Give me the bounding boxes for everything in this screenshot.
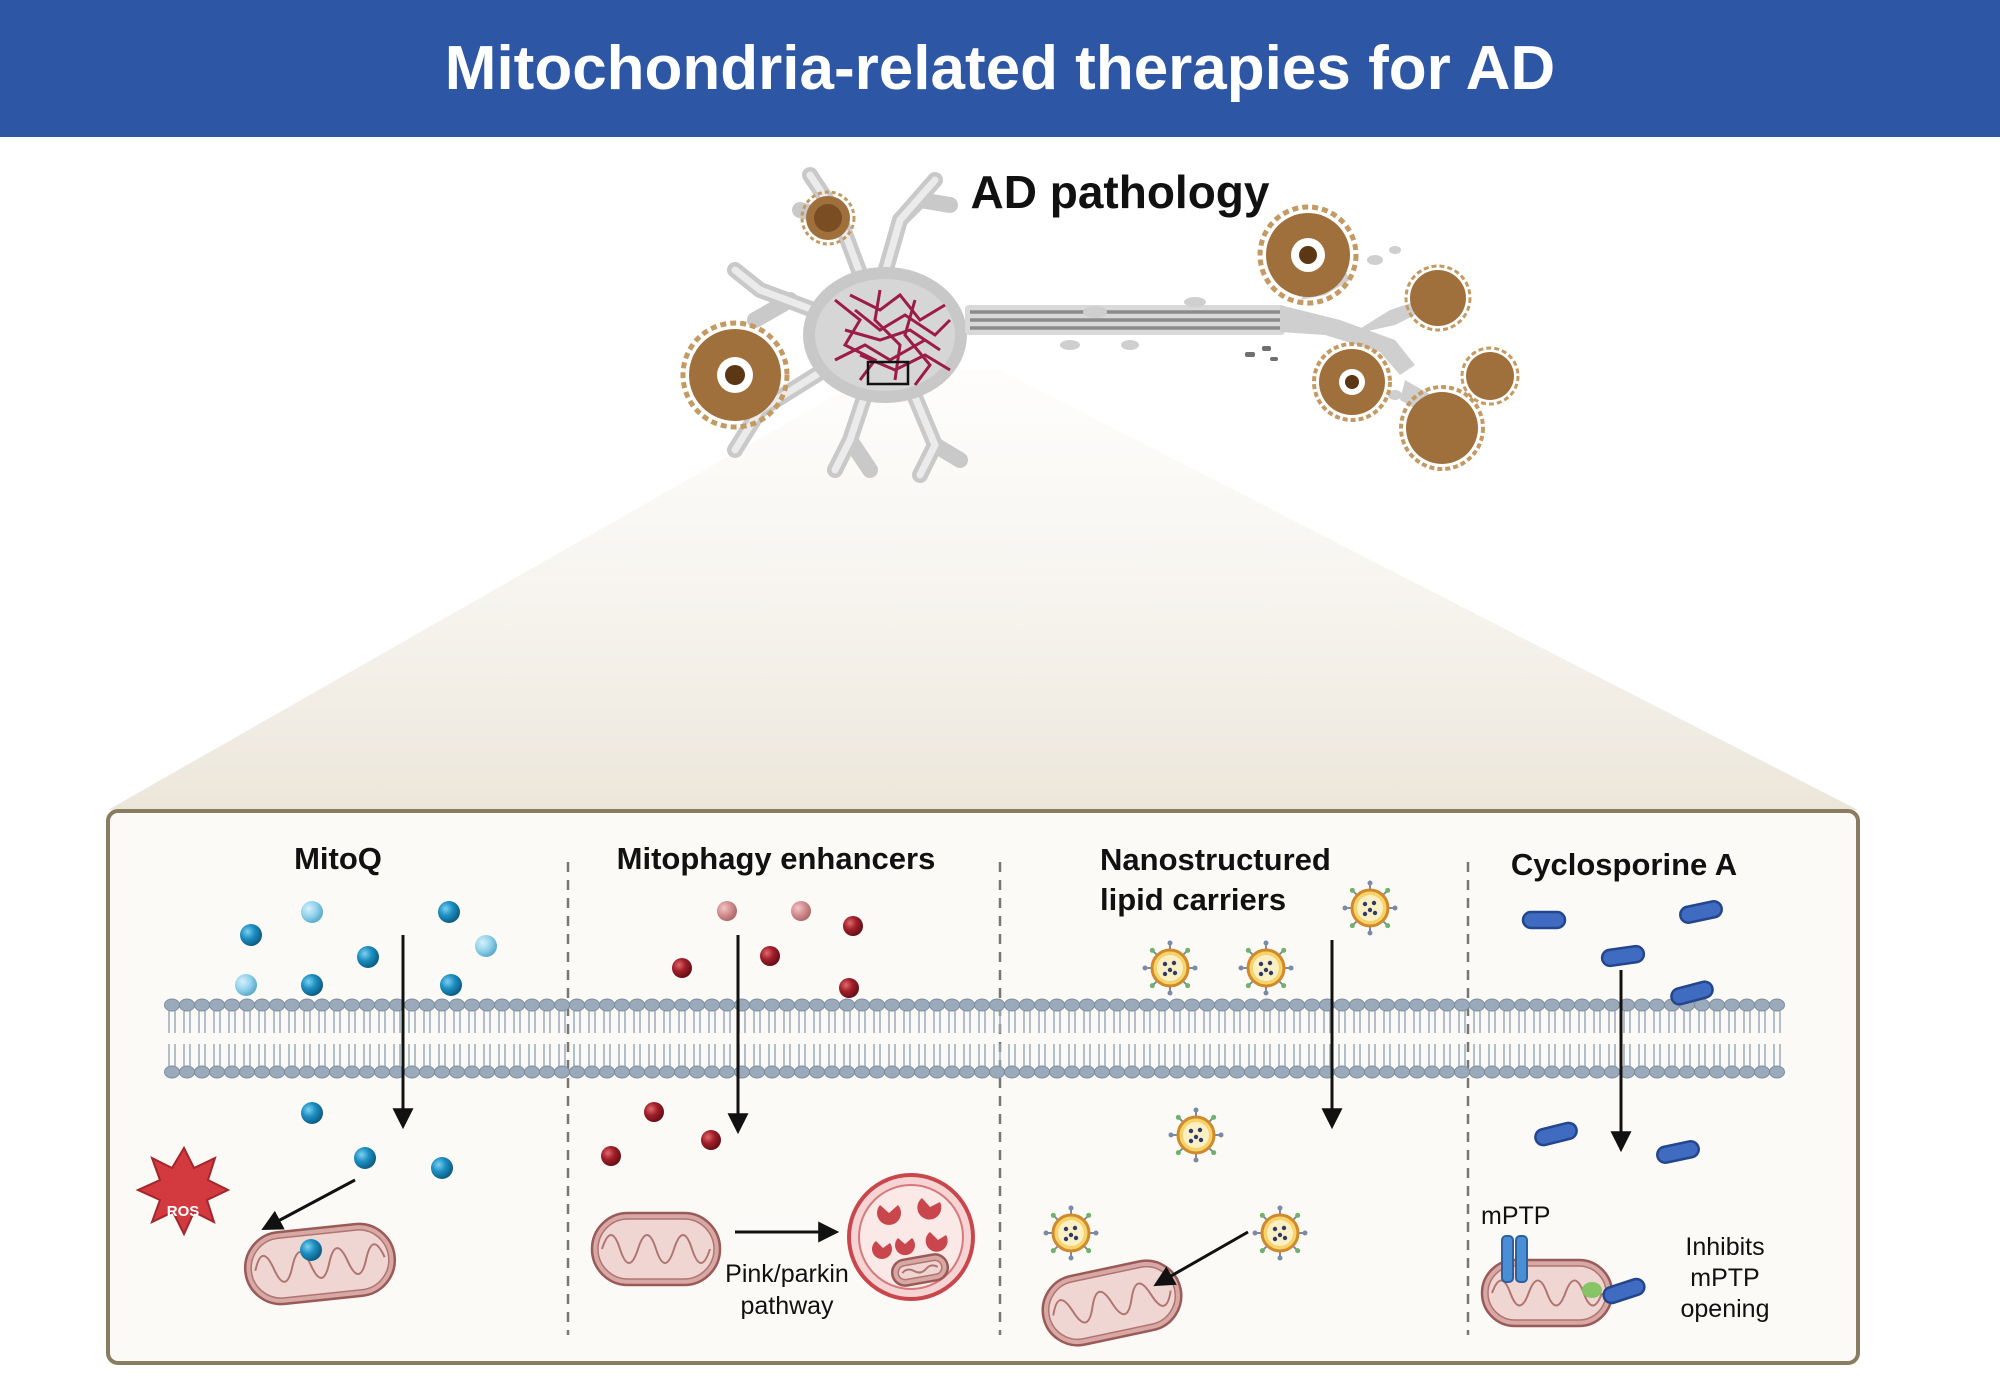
mitoq-target-arrow <box>261 1178 356 1230</box>
nlc-target-arrow <box>1153 1230 1249 1287</box>
zoom-box <box>866 360 910 386</box>
mitochondrion-mitophagy <box>590 1211 722 1287</box>
binding-site <box>1582 1282 1602 1298</box>
lipid-bilayer <box>164 998 1785 1079</box>
mitoq-particles <box>235 901 497 1179</box>
mptp-label: mPTP <box>1481 1202 1550 1230</box>
ros-burst: ROS <box>135 1145 231 1237</box>
detail-panel <box>106 809 1860 1365</box>
mitophagy-enhancer-particles <box>601 901 863 1166</box>
panel-title-mitophagy: Mitophagy enhancers <box>617 841 936 876</box>
mitophagy-caption-line1: Pink/parkin <box>725 1260 849 1288</box>
mptp-channel <box>1501 1235 1528 1283</box>
lipid-carrier <box>1043 1205 1099 1261</box>
amyloid-plaques <box>680 190 1520 471</box>
lipid-carrier <box>1252 1205 1308 1261</box>
lipid-carrier <box>1168 1107 1224 1163</box>
panel-title-nlc-line1: Nanostructured <box>1100 842 1331 877</box>
cyclosporine-caption-line1: Inhibits <box>1685 1233 1764 1261</box>
lipid-carrier <box>1238 940 1294 996</box>
cyclosporine-bound <box>1602 1277 1646 1305</box>
cyclosporine-caption-line3: opening <box>1681 1295 1770 1323</box>
mitochondrion-nlc <box>1041 1259 1183 1347</box>
zoom-funnel <box>108 370 1858 810</box>
autophagosome <box>847 1173 975 1301</box>
cyclosporine-particles <box>1521 900 1723 1164</box>
lipid-carrier <box>1142 940 1198 996</box>
panel-title-nlc-line2: lipid carriers <box>1100 882 1286 917</box>
page-title: Mitochondria-related therapies for AD <box>444 34 1556 103</box>
title-banner: Mitochondria-related therapies for AD <box>0 0 2000 137</box>
cyclosporine-caption-line2: mPTP <box>1690 1264 1759 1292</box>
lipid-carrier-particles <box>1043 880 1398 1261</box>
mitophagy-caption-line2: pathway <box>740 1292 834 1320</box>
mitochondrion-mitoq <box>243 1222 397 1306</box>
ros-label: ROS <box>167 1203 200 1220</box>
neuron-illustration <box>680 167 1520 483</box>
panel-title-cyclosporine: Cyclosporine A <box>1511 847 1737 882</box>
panel-title-mitoq: MitoQ <box>294 841 382 876</box>
lipid-carrier <box>1342 880 1398 936</box>
neuron-label: AD pathology <box>971 166 1270 218</box>
panel-dividers <box>566 862 1470 1335</box>
